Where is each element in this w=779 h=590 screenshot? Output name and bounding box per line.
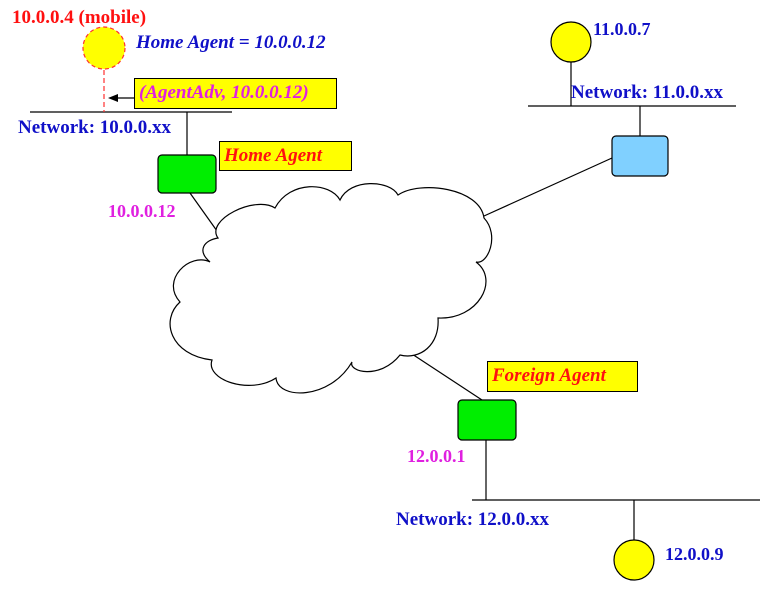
foreign-agent-label: Foreign Agent [492, 365, 606, 386]
agent-adv-box: (AgentAdv, 10.0.0.12) [134, 78, 337, 109]
fa-router-ip-label: 12.0.0.1 [407, 446, 466, 466]
mobile-host-label: 10.0.0.4 (mobile) [12, 7, 147, 28]
home-agent-label: Home Agent [224, 145, 322, 166]
foreign-agent-router-icon [457, 399, 517, 441]
mobile-host-icon [82, 26, 126, 70]
home-agent-address-label: Home Agent = 10.0.0.12 [136, 32, 326, 53]
cloud-icon [169, 183, 493, 394]
fa-to-cloud [411, 353, 483, 401]
host-12-label: 12.0.0.9 [665, 544, 724, 564]
foreign-agent-box: Foreign Agent [487, 361, 638, 392]
host-12-icon [613, 539, 655, 581]
home-agent-box: Home Agent [219, 141, 352, 171]
network-10-label: Network: 10.0.0.xx [18, 117, 172, 138]
router-11-to-cloud [483, 157, 613, 217]
network-11-router-icon [611, 135, 669, 177]
network-11-label: Network: 11.0.0.xx [571, 82, 723, 103]
ha-router-ip-label: 10.0.0.12 [108, 201, 176, 221]
agent-adv-label: (AgentAdv, 10.0.0.12) [139, 82, 309, 103]
arrow-left-icon [108, 94, 118, 102]
host-11-icon [550, 21, 592, 63]
network-12-label: Network: 12.0.0.xx [396, 509, 550, 530]
home-agent-router-icon [157, 154, 217, 194]
host-11-label: 11.0.0.7 [593, 19, 651, 39]
